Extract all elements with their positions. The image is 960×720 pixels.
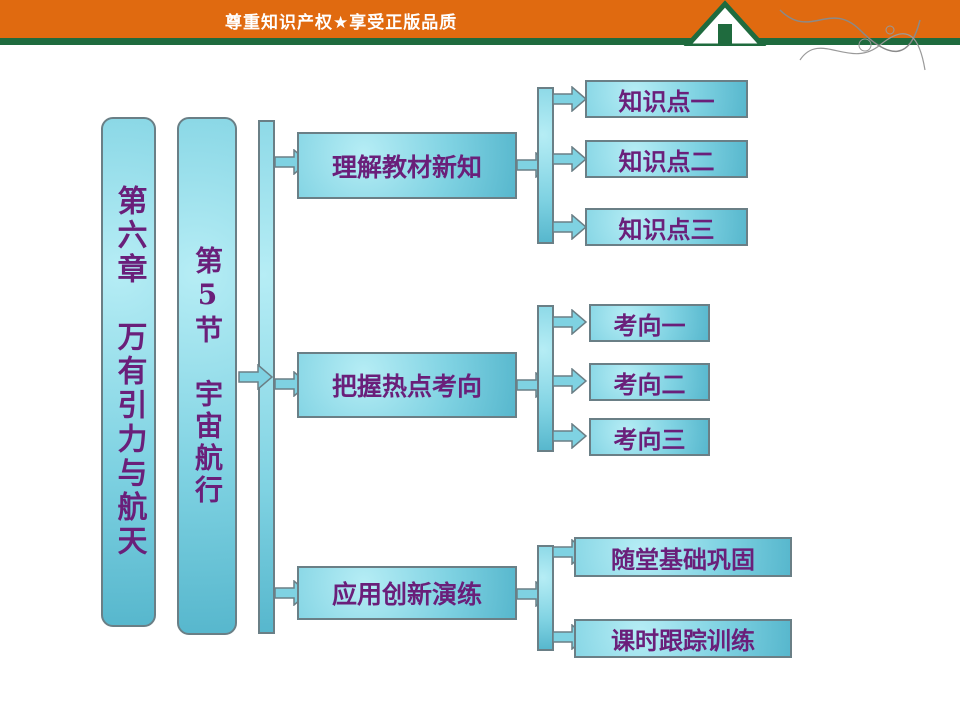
arrow-icon (238, 364, 274, 390)
arrow-icon (552, 423, 588, 449)
leaf-box: 知识点三 (585, 208, 748, 246)
arrow-icon (552, 214, 588, 240)
header-bar (0, 0, 960, 38)
leaf-label: 课时跟踪训练 (611, 626, 755, 655)
header-stripe (0, 38, 960, 45)
flourish-decoration-icon (779, 9, 926, 71)
leaf-label: 考向三 (613, 424, 686, 454)
arrow-icon (552, 146, 588, 172)
header-slogan: 尊重知识产权★享受正版品质 (225, 13, 458, 33)
leaf-label: 考向二 (613, 369, 686, 399)
leaf-label: 考向一 (613, 310, 686, 340)
branch-box-3: 应用创新演练 (297, 566, 517, 620)
branch-label: 应用创新演练 (331, 580, 482, 609)
branch-3-bracket-bar (537, 545, 554, 651)
chapter-box: 第六章 万有引力与航天 (101, 117, 156, 627)
branch-box-1: 理解教材新知 (297, 132, 517, 199)
leaf-label: 知识点一 (618, 86, 715, 116)
arrow-icon (552, 86, 588, 112)
chapter-title: 第六章 万有引力与航天 (111, 185, 147, 559)
leaf-box: 考向三 (589, 418, 710, 456)
leaf-label: 知识点三 (618, 214, 715, 244)
leaf-label: 随堂基础巩固 (611, 544, 755, 574)
logo-icon (683, 0, 767, 46)
leaf-box: 知识点一 (585, 80, 748, 118)
branch-box-2: 把握热点考向 (297, 352, 517, 418)
branch-label: 理解教材新知 (331, 152, 482, 182)
leaf-box: 考向二 (589, 363, 710, 401)
section-title: 第5节 宇宙航行 (191, 245, 224, 507)
branch-1-bracket-bar (537, 87, 554, 244)
leaf-box: 随堂基础巩固 (574, 537, 792, 577)
leaf-label: 知识点二 (618, 146, 715, 176)
arrow-icon (552, 368, 588, 394)
branch-label: 把握热点考向 (331, 372, 482, 401)
leaf-box: 知识点二 (585, 140, 748, 178)
leaf-box: 课时跟踪训练 (574, 619, 792, 658)
leaf-box: 考向一 (589, 304, 710, 342)
section-box: 第5节 宇宙航行 (177, 117, 237, 635)
arrow-icon (552, 309, 588, 335)
